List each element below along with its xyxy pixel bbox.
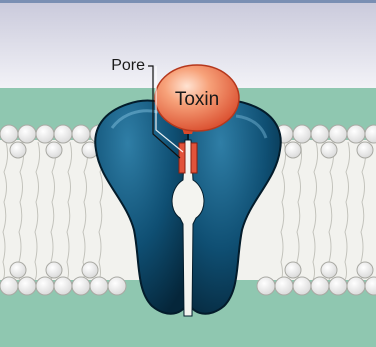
pore-highlight-right <box>191 143 197 173</box>
toxin-label: Toxin <box>175 89 219 110</box>
top-border <box>0 0 376 3</box>
pore-label: Pore <box>111 57 145 74</box>
